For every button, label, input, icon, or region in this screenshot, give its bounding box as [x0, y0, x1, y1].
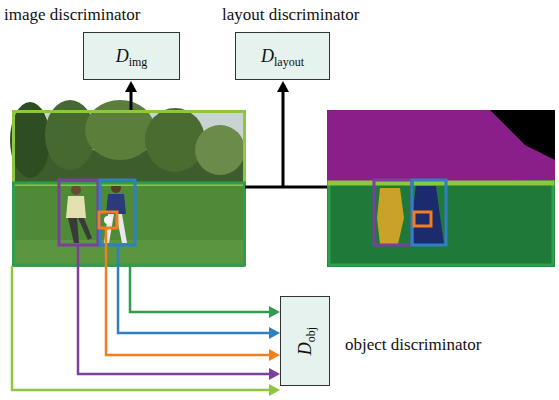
discriminator-box: object discriminatorDobj — [280, 296, 330, 386]
arrowheads — [269, 306, 280, 396]
object-arrows — [12, 228, 270, 390]
symbol: Dlayout — [261, 46, 304, 67]
photo — [10, 100, 245, 267]
discriminator-name: image discriminator — [4, 5, 140, 25]
layout-map — [327, 110, 555, 267]
symbol-subscript: obj — [304, 327, 318, 342]
symbol-letter: D — [295, 342, 315, 355]
symbol-subscript: layout — [274, 55, 304, 69]
symbol: Dobj — [295, 327, 316, 355]
discriminator-name: layout discriminator — [222, 5, 359, 25]
discriminator-box: image discriminatorDimg — [83, 32, 180, 80]
symbol-letter: D — [116, 46, 129, 66]
symbol-letter: D — [261, 46, 274, 66]
symbol-subscript: img — [129, 55, 148, 69]
discriminator-name: object discriminator — [345, 335, 481, 355]
symbol: Dimg — [116, 46, 148, 67]
discriminator-box: layout discriminatorDlayout — [235, 32, 330, 80]
black-arrows — [125, 81, 327, 187]
